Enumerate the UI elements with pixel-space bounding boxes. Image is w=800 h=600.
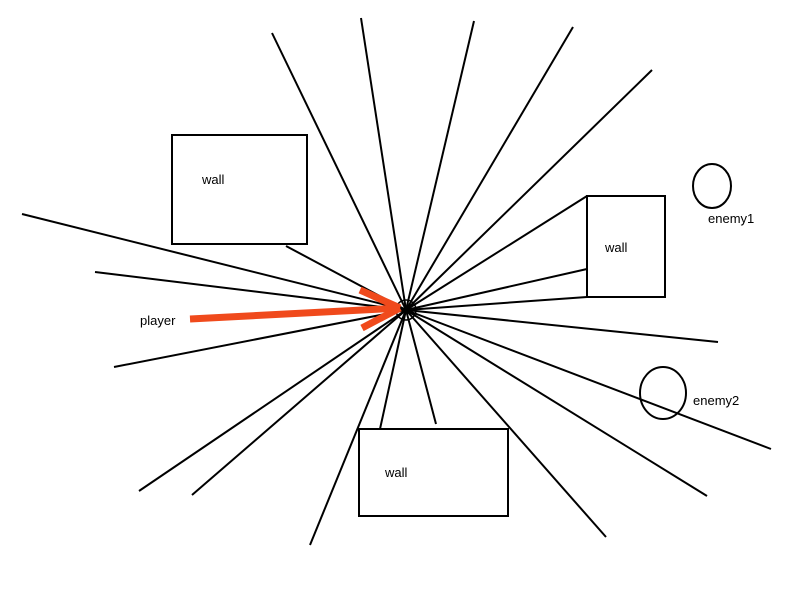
ray-line	[405, 309, 437, 425]
ray-line	[360, 17, 407, 311]
wall-right-label: wall	[604, 240, 628, 255]
enemy1-label: enemy1	[708, 211, 754, 226]
ray-line	[405, 195, 588, 311]
ray-line	[405, 309, 719, 343]
ray-line	[309, 309, 407, 546]
wall-top-left	[171, 134, 308, 245]
ray-line	[405, 309, 607, 538]
ray-group	[21, 17, 772, 546]
ray-line	[191, 309, 407, 496]
enemy2-circle	[639, 366, 687, 420]
ray-line	[405, 309, 772, 450]
ray-line	[405, 296, 588, 311]
ray-line	[405, 69, 653, 311]
wall-bottom-label: wall	[384, 465, 408, 480]
ray-line	[113, 309, 407, 368]
enemy1-circle	[692, 163, 732, 209]
ray-line	[405, 309, 708, 497]
wall-right	[586, 195, 666, 298]
enemy2-label: enemy2	[693, 393, 739, 408]
ray-line	[405, 20, 475, 311]
wall-top-left-label: wall	[201, 172, 225, 187]
ray-line	[379, 309, 407, 430]
wall-bottom	[358, 428, 509, 517]
ray-line	[21, 213, 407, 311]
ray-line	[405, 268, 588, 311]
ray-line	[271, 32, 407, 311]
player-label: player	[140, 313, 176, 328]
ray-line	[94, 271, 407, 311]
ray-line	[405, 26, 574, 311]
player-arrow	[189, 286, 402, 332]
ray-line	[138, 309, 407, 492]
